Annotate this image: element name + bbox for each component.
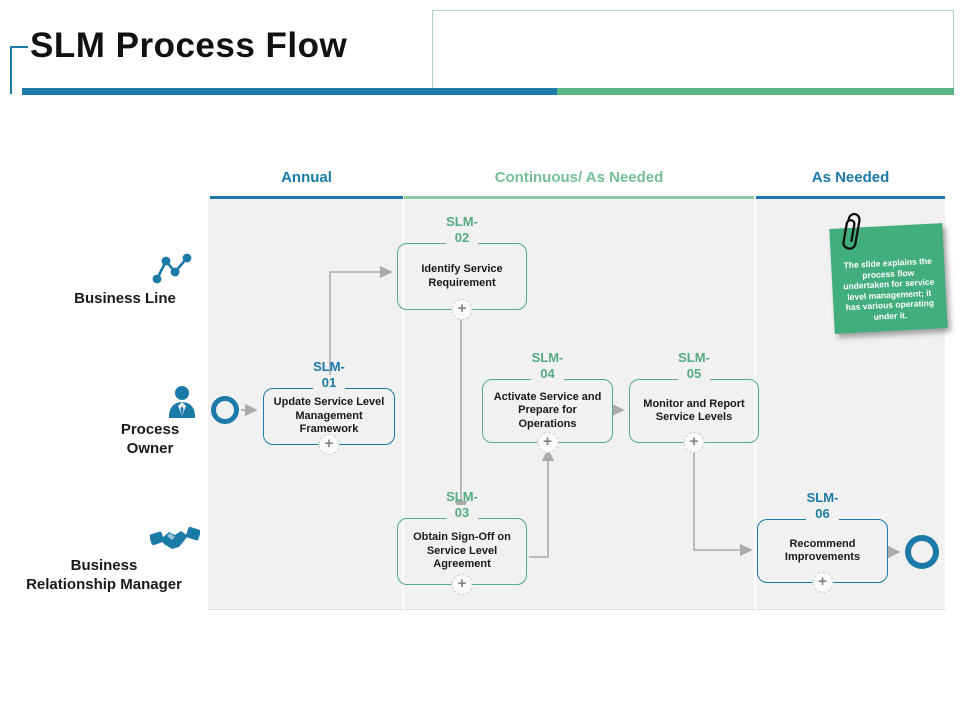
step-box-slm-05: SLM-05 Monitor and Report Service Levels… [629, 350, 759, 453]
step-title: SLM-03 [445, 489, 479, 520]
column-header-continuous: Continuous/ As Needed [494, 169, 664, 186]
column-rule-as-needed [756, 196, 945, 199]
column-divider-2 [754, 199, 756, 610]
end-event-circle [905, 535, 939, 569]
step-box-slm-02: SLM-02 Identify Service Requirement + [397, 214, 527, 320]
step-box-slm-06: SLM-06 Recommend Improvements + [757, 490, 888, 593]
network-zigzag-icon [150, 252, 196, 291]
handshake-icon [149, 524, 201, 559]
lane-label-business-line: Business Line [74, 290, 176, 307]
column-rule-annual [210, 196, 403, 199]
sticky-note-text: The slide explains the process flow unde… [842, 255, 935, 322]
step-box-slm-04: SLM-04 Activate Service and Prepare for … [482, 350, 613, 453]
step-text: Recommend Improvements [784, 537, 861, 564]
column-header-annual: Annual [281, 169, 332, 186]
title-underline-green [557, 88, 954, 95]
plus-icon: + [683, 432, 705, 453]
step-text: Obtain Sign-Off on Service Level Agreeme… [413, 531, 511, 571]
step-title: SLM-05 [677, 350, 711, 381]
header-outline-box [432, 10, 954, 95]
column-divider-1 [402, 199, 404, 610]
process-flow-panel [208, 199, 945, 610]
page-title: SLM Process Flow [30, 26, 348, 65]
lane-label-business-relationship-manager: Business Relationship Manager [26, 557, 182, 593]
step-text: Update Service Level Management Framewor… [273, 396, 385, 436]
businessman-icon [163, 384, 201, 427]
paperclip-icon [838, 206, 864, 261]
lane-label-process-owner: Process Owner [120, 421, 180, 457]
title-bracket-tick [10, 46, 28, 48]
step-text: Activate Service and Prepare for Operati… [493, 390, 602, 430]
plus-icon: + [537, 432, 558, 453]
step-box-slm-01: SLM-01 Update Service Level Management F… [263, 359, 395, 455]
column-rule-continuous [404, 196, 754, 199]
title-bracket [10, 46, 12, 94]
step-title: SLM-01 [312, 359, 346, 390]
step-title: SLM-04 [531, 350, 564, 381]
plus-icon: + [318, 434, 340, 455]
plus-icon: + [451, 574, 473, 595]
plus-icon: + [451, 299, 473, 320]
step-title: SLM-06 [806, 490, 839, 521]
step-text: Monitor and Report Service Levels [643, 397, 745, 424]
step-title: SLM-02 [445, 214, 479, 245]
start-event-circle [211, 396, 239, 424]
title-underline-blue [22, 88, 557, 95]
step-text: Identify Service Requirement [421, 263, 503, 289]
step-box-slm-03: SLM-03 Obtain Sign-Off on Service Level … [397, 489, 527, 595]
column-header-as-needed: As Needed [811, 169, 890, 186]
plus-icon: + [812, 572, 833, 593]
